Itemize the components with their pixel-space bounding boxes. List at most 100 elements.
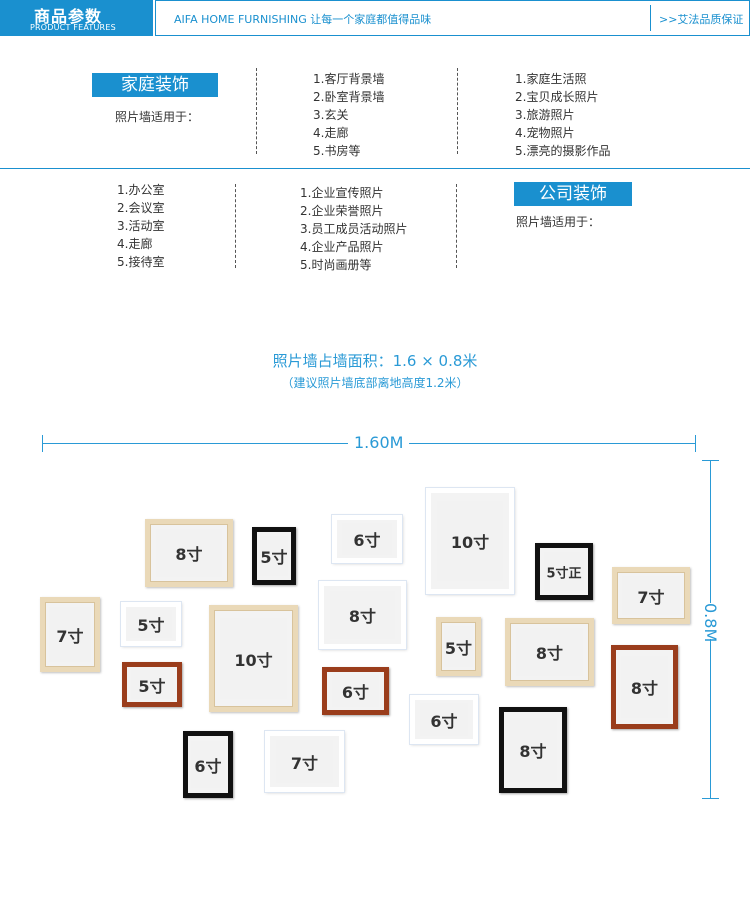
photo-frame: 10寸: [209, 605, 298, 712]
list-item: 2.卧室背景墙: [313, 90, 385, 104]
frame-size-label: 6寸: [194, 756, 222, 776]
photo-frame: 8寸: [145, 519, 233, 587]
frame-mat: [516, 627, 583, 677]
frame-size-label: 8寸: [535, 644, 564, 663]
home-decor-title: 家庭装饰: [92, 73, 218, 97]
photo-frame: 6寸: [410, 695, 478, 744]
photo-frame: 5寸: [122, 662, 182, 707]
home-photos-list: 1.家庭生活照 2.宝贝成长照片 3.旅游照片 4.宠物照片 5.漂亮的摄影作品: [515, 70, 610, 160]
company-decor-title: 公司装饰: [514, 182, 632, 206]
frame-mat: [443, 625, 474, 668]
frame-size-label: 6寸: [341, 683, 370, 702]
frame-size-label: 10寸: [450, 533, 490, 552]
section-badge: 商品参数 PRODUCT FEATURES: [0, 0, 153, 36]
frame-size-label: 5寸: [444, 638, 473, 658]
frame-mat: [341, 523, 393, 555]
frame-size-label: 7寸: [290, 753, 319, 773]
header: 商品参数 PRODUCT FEATURES AIFA HOME FURNISHI…: [0, 0, 750, 36]
dashed-divider: [256, 68, 257, 154]
section-subtitle: PRODUCT FEATURES: [30, 23, 116, 32]
list-item: 4.走廊: [313, 126, 349, 140]
list-item: 5.书房等: [313, 144, 361, 158]
photo-frame: 5寸: [436, 617, 481, 676]
photo-frame: 5寸正: [535, 543, 593, 600]
photo-frame: 7寸: [265, 731, 344, 792]
list-item: 3.旅游照片: [515, 108, 575, 122]
frame-mat: [220, 617, 287, 700]
frame-mat: [543, 551, 585, 592]
height-dimension-tick: [702, 798, 719, 799]
photo-frame: 6寸: [322, 667, 389, 715]
frame-mat: [191, 740, 225, 789]
frame-size-label: 6寸: [353, 531, 381, 550]
photo-frame: 10寸: [426, 488, 514, 594]
photo-frame: 5寸: [252, 527, 296, 585]
frame-size-label: 5寸正: [546, 566, 582, 581]
frame-mat: [622, 575, 680, 616]
height-dimension-tick: [702, 460, 719, 461]
list-item: 2.企业荣誉照片: [300, 204, 384, 218]
frame-size-label: 8寸: [519, 742, 547, 761]
width-dimension-tick: [695, 435, 696, 452]
header-bar: AIFA HOME FURNISHING 让每一个家庭都值得品味 >>艾法品质保…: [155, 0, 750, 36]
list-item: 2.宝贝成长照片: [515, 90, 599, 104]
photo-frame: 5寸: [121, 602, 181, 646]
frame-mat: [156, 528, 222, 578]
frame-size-label: 7寸: [637, 587, 665, 607]
dashed-divider: [457, 68, 458, 154]
list-item: 1.办公室: [117, 183, 165, 197]
list-item: 1.家庭生活照: [515, 72, 587, 86]
list-item: 5.接待室: [117, 255, 165, 269]
dashed-divider: [456, 184, 457, 268]
quality-guarantee-link[interactable]: >>艾法品质保证: [659, 13, 744, 26]
frame-mat: [331, 675, 380, 707]
frame-mat: [49, 607, 91, 662]
frame-mat: [620, 655, 669, 719]
frame-size-label: 8寸: [175, 545, 203, 564]
photo-frame: 8寸: [319, 581, 406, 649]
frame-size-label: 8寸: [348, 607, 377, 626]
list-item: 4.企业产品照片: [300, 240, 384, 254]
frame-size-label: 7寸: [56, 626, 84, 646]
photo-frame: 8寸: [505, 618, 594, 686]
list-item: 3.员工成员活动照片: [300, 222, 408, 236]
frame-mat: [130, 609, 172, 639]
width-dimension-label: 1.60M: [348, 433, 410, 452]
list-item: 4.走廊: [117, 237, 153, 251]
wall-area-title: 照片墙占墙面积：1.6 × 0.8米: [272, 352, 478, 370]
frame-mat: [508, 718, 558, 782]
list-item: 5.漂亮的摄影作品: [515, 144, 611, 158]
company-photos-list: 1.企业宣传照片 2.企业荣誉照片 3.员工成员活动照片 4.企业产品照片 5.…: [300, 184, 407, 274]
list-item: 1.客厅背景墙: [313, 72, 385, 86]
frame-size-label: 10寸: [234, 650, 273, 670]
frame-size-label: 6寸: [430, 711, 458, 731]
photo-frame: 6寸: [332, 515, 402, 563]
frame-mat: [330, 590, 395, 640]
photo-frame: 8寸: [611, 645, 678, 729]
list-item: 1.企业宣传照片: [300, 186, 384, 200]
photo-frame: 7寸: [612, 567, 690, 624]
frame-mat: [131, 669, 173, 700]
list-item: 2.会议室: [117, 201, 165, 215]
frame-size-label: 8寸: [630, 679, 659, 698]
wall-area-note: （建议照片墙底部离地高度1.2米）: [281, 376, 469, 390]
frame-mat: [275, 740, 334, 783]
list-item: 5.时尚画册等: [300, 258, 372, 272]
home-decor-label: 照片墙适用于：: [115, 110, 200, 124]
width-dimension-tick: [42, 435, 43, 452]
brand-tagline: AIFA HOME FURNISHING 让每一个家庭都值得品味: [174, 13, 432, 26]
photo-frame: 8寸: [499, 707, 567, 793]
list-item: 3.活动室: [117, 219, 165, 233]
frame-size-label: 5寸: [260, 548, 288, 567]
photo-frame: 6寸: [183, 731, 233, 798]
company-rooms-list: 1.办公室 2.会议室 3.活动室 4.走廊 5.接待室: [117, 181, 164, 271]
section-divider: [0, 168, 750, 169]
dashed-divider: [235, 184, 236, 268]
home-rooms-list: 1.客厅背景墙 2.卧室背景墙 3.玄关 4.走廊 5.书房等: [313, 70, 384, 160]
frame-mat: [437, 500, 503, 582]
frame-mat: [419, 703, 469, 736]
photo-frame: 7寸: [40, 597, 100, 672]
frame-size-label: 5寸: [138, 676, 166, 696]
list-item: 3.玄关: [313, 108, 349, 122]
company-decor-label: 照片墙适用于：: [516, 215, 601, 229]
